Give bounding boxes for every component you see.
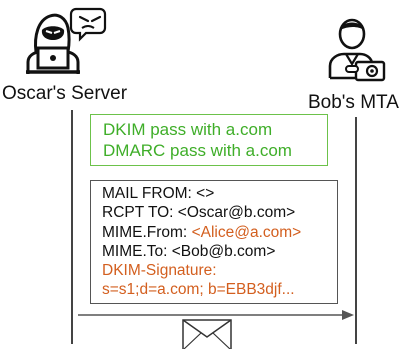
mail-from-line: MAIL FROM: <> <box>102 185 215 202</box>
dkim-result: DKIM pass with a.com <box>103 120 273 139</box>
dmarc-result: DMARC pass with a.com <box>103 141 292 160</box>
bob-lifeline <box>355 117 357 344</box>
dkim-signature-label: DKIM-Signature: <box>102 262 217 280</box>
dkim-signature-value: s=s1;d=a.com; b=EBB3djf... <box>102 281 295 299</box>
mime-from-value: <Alice@a.com> <box>191 223 302 241</box>
envelope-icon <box>182 319 232 349</box>
bob-mta-label: Bob's MTA <box>308 92 399 113</box>
arrow-right-icon <box>78 310 354 320</box>
authentication-result-box: DKIM pass with a.com DMARC pass with a.c… <box>90 114 328 166</box>
mime-from-label: MIME.From: <box>102 223 192 241</box>
email-message-box: MAIL FROM: <> RCPT TO: <Oscar@b.com> MIM… <box>90 180 338 304</box>
mail-user-icon <box>328 18 386 82</box>
mime-from-line: MIME.From: <Alice@a.com> <box>102 223 337 242</box>
hacker-icon <box>26 7 107 74</box>
oscar-lifeline <box>71 110 73 344</box>
rcpt-to-line: RCPT TO: <Oscar@b.com> <box>102 204 296 222</box>
mime-to-line: MIME.To: <Bob@b.com> <box>102 242 276 260</box>
oscar-server-label: Oscar's Server <box>2 83 128 104</box>
